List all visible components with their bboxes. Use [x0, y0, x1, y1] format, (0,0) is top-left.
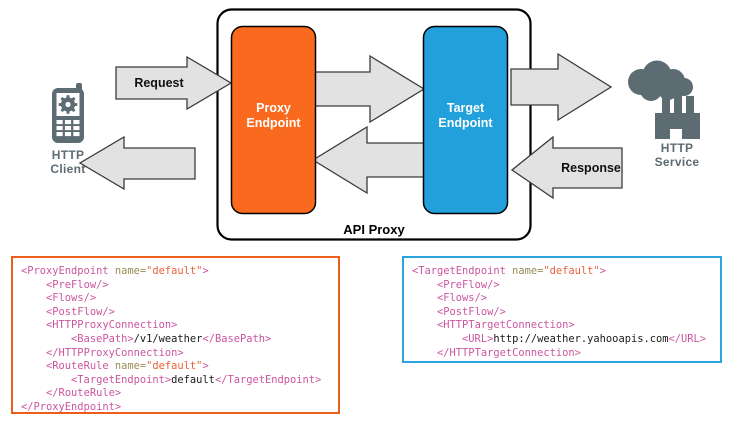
code-token-tag: >: [599, 265, 606, 277]
code-token-tag: </TargetEndpoint>: [214, 373, 322, 386]
code-token-txt: [21, 333, 71, 345]
arrow-target-to-proxy: [311, 125, 425, 195]
code-token-txt: [21, 306, 46, 318]
arrow-target-to-service: [510, 52, 613, 122]
code-token-tag: <TargetEndpoint>: [71, 373, 172, 386]
code-line: <URL>http://weather.yahooapis.com</URL>: [412, 333, 720, 347]
arrow-proxy-to-target: [312, 54, 426, 124]
proxy-endpoint-label: Proxy Endpoint: [246, 101, 301, 130]
code-line: <TargetEndpoint>default</TargetEndpoint>: [21, 374, 338, 388]
code-token-val: "default": [543, 265, 600, 277]
http-service-label: HTTP Service: [654, 141, 700, 170]
code-token-tag: <HTTPTargetConnection>: [437, 319, 575, 332]
code-token-tag: </TargetEndpoint>: [412, 360, 518, 361]
proxy-endpoint-config-block[interactable]: <ProxyEndpoint name="default"> <PreFlow/…: [11, 256, 340, 414]
diagram-canvas: [52, 8, 700, 241]
code-line: </RouteRule>: [21, 387, 338, 401]
code-line: </TargetEndpoint>: [412, 360, 720, 361]
code-token-tag: <PreFlow/>: [437, 278, 500, 291]
arrow-proxy-to-client: [78, 135, 196, 191]
code-token-val: "default": [146, 265, 203, 277]
arrow-response-label: Response: [561, 161, 621, 175]
code-token-txt: default: [171, 373, 215, 386]
code-token-tag: </URL>: [668, 332, 707, 345]
code-line: <ProxyEndpoint name="default">: [21, 265, 338, 279]
mobile-phone-icon: [52, 83, 84, 143]
code-token-txt: [412, 292, 437, 304]
code-token-txt: [21, 374, 71, 386]
proxy-endpoint-box[interactable]: [230, 25, 317, 215]
code-token-tag: </RouteRule>: [46, 387, 122, 400]
code-line: <HTTPProxyConnection>: [21, 319, 338, 333]
code-token-tag: <Flows/>: [46, 292, 97, 305]
code-token-txt: [21, 360, 46, 372]
code-token-txt: [21, 279, 46, 291]
code-token-tag: <BasePath>: [71, 332, 134, 345]
code-token-tag: <PostFlow/>: [46, 305, 115, 318]
code-line: <PostFlow/>: [412, 306, 720, 320]
code-token-tag: </BasePath>: [202, 332, 272, 345]
code-token-txt: [21, 347, 46, 359]
code-token-tag: <PreFlow/>: [46, 278, 109, 291]
code-token-tag: </ProxyEndpoint>: [21, 400, 122, 413]
code-token-tag: <Flows/>: [437, 292, 488, 305]
api-proxy-diagram: Proxy Endpoint Target Endpoint Request R…: [50, 8, 700, 241]
arrow-request: [115, 55, 233, 111]
code-token-tag: <URL>: [462, 332, 494, 345]
code-token-val: "default": [146, 360, 203, 373]
code-token-txt: [21, 387, 46, 399]
code-token-tag: <TargetEndpoint: [412, 265, 513, 277]
code-line: </HTTPTargetConnection>: [412, 347, 720, 361]
code-token-tag: >: [202, 360, 209, 373]
code-token-txt: [412, 306, 437, 318]
code-token-tag: <PostFlow/>: [437, 305, 506, 318]
code-token-attr: name=: [114, 360, 147, 373]
code-line: </HTTPProxyConnection>: [21, 347, 338, 361]
code-line: <BasePath>/v1/weather</BasePath>: [21, 333, 338, 347]
code-line: <PreFlow/>: [21, 279, 338, 293]
arrow-request-label: Request: [134, 76, 184, 90]
target-endpoint-config-block[interactable]: <TargetEndpoint name="default"> <PreFlow…: [402, 256, 722, 363]
code-token-txt: http://weather.yahooapis.com: [493, 332, 669, 345]
code-line: </ProxyEndpoint>: [21, 400, 338, 413]
target-endpoint-label: Target Endpoint: [438, 101, 493, 130]
code-token-txt: [412, 347, 437, 359]
code-line: <PostFlow/>: [21, 306, 338, 320]
code-token-tag: <HTTPProxyConnection>: [46, 319, 178, 332]
code-token-txt: [21, 319, 46, 331]
code-token-tag: </HTTPTargetConnection>: [437, 346, 581, 359]
code-token-txt: [412, 319, 437, 331]
code-token-txt: [412, 333, 462, 345]
api-proxy-container-label: API Proxy: [343, 222, 405, 237]
code-line: <Flows/>: [412, 292, 720, 306]
code-line: <RouteRule name="default">: [21, 360, 338, 374]
code-token-attr: name=: [114, 265, 147, 277]
target-endpoint-box[interactable]: [422, 25, 509, 215]
code-token-tag: </HTTPProxyConnection>: [46, 346, 184, 359]
code-token-txt: /v1/weather: [133, 332, 203, 345]
code-token-tag: >: [202, 265, 209, 277]
code-line: <TargetEndpoint name="default">: [412, 265, 720, 279]
code-line: <HTTPTargetConnection>: [412, 319, 720, 333]
code-line: <Flows/>: [21, 292, 338, 306]
http-client-label: HTTP Client: [50, 148, 86, 177]
code-token-txt: [21, 292, 46, 304]
code-token-attr: name=: [512, 265, 544, 277]
code-token-txt: [412, 279, 437, 291]
arrow-response: [510, 135, 623, 200]
code-line: <PreFlow/>: [412, 279, 720, 293]
code-token-tag: <ProxyEndpoint: [21, 265, 115, 277]
factory-cloud-icon: [628, 60, 700, 139]
code-token-tag: <RouteRule: [46, 360, 115, 373]
